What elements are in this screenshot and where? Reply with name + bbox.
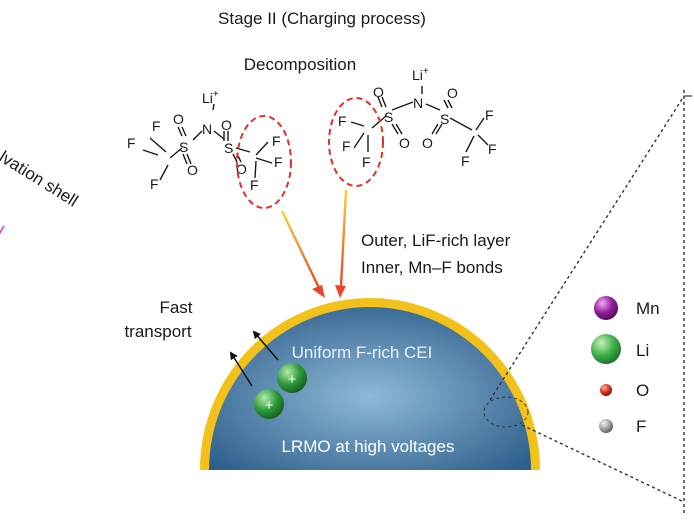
legend-label-o: O xyxy=(636,381,649,400)
zoom-guide-lower xyxy=(521,424,685,503)
transport-arrow-upper xyxy=(252,330,279,361)
atom-o: O xyxy=(221,117,232,133)
atom-f: F xyxy=(461,153,470,169)
legend-label-mn: Mn xyxy=(636,299,660,318)
lrmo-core xyxy=(209,307,531,470)
atom-s: S xyxy=(179,139,188,155)
atom-f: F xyxy=(488,141,497,157)
atom-o: O xyxy=(173,111,184,127)
legend-swatch-li xyxy=(591,334,621,364)
cation-li: Li+ xyxy=(202,89,219,106)
zoom-guide-upper xyxy=(489,95,685,401)
transport-label-line1: Fast xyxy=(159,298,192,317)
atom-o: O xyxy=(187,162,198,178)
atom-f: F xyxy=(152,118,161,134)
cation-li: Li+ xyxy=(412,66,429,83)
legend-swatch-mn xyxy=(594,296,618,320)
decomposition-label: Decomposition xyxy=(244,55,356,74)
inner-layer-label: Inner, Mn–F bonds xyxy=(361,258,503,277)
atom-o: O xyxy=(373,84,384,100)
atom-o: O xyxy=(447,85,458,101)
cleavage-site-ring-right xyxy=(328,97,384,187)
outer-layer-label: Outer, LiF-rich layer xyxy=(361,231,511,250)
svg-text:+: + xyxy=(288,371,297,388)
atom-s: S xyxy=(440,111,449,127)
decomposition-arrow-left xyxy=(280,210,325,298)
svg-text:+: + xyxy=(265,397,274,414)
li-ion-upper: + xyxy=(277,363,307,393)
atom-n: N xyxy=(202,121,212,137)
legend-swatch-o xyxy=(600,384,612,396)
atom-o: O xyxy=(422,135,433,151)
legend-label-f: F xyxy=(636,417,646,436)
atom-f: F xyxy=(272,133,281,149)
transport-label-line2: transport xyxy=(124,322,191,341)
solvation-shell-label: lvation shell xyxy=(0,147,81,210)
legend-item-f: F xyxy=(599,417,646,436)
atom-f: F xyxy=(338,113,347,129)
cathode-particle xyxy=(200,298,540,470)
atom-o: O xyxy=(236,161,247,177)
transport-arrow-lower xyxy=(229,351,253,387)
atom-f: F xyxy=(274,154,283,170)
legend-swatch-f xyxy=(599,419,613,433)
tfsi-anion-right: F F F O S O N Li+ O S O F F F xyxy=(338,66,497,170)
legend-item-li: Li xyxy=(591,334,649,364)
atom-o: O xyxy=(399,135,410,151)
atom-f: F xyxy=(362,154,371,170)
atom-f: F xyxy=(250,177,259,193)
atom-f: F xyxy=(485,107,494,123)
stage-title: Stage II (Charging process) xyxy=(218,9,426,28)
cei-label: Uniform F-rich CEI xyxy=(292,343,433,362)
tfsi-anion-left: F F F O S O N Li+ O S O F F F xyxy=(127,89,283,193)
zoom-region-outline xyxy=(483,396,529,428)
atom-s: S xyxy=(384,109,393,125)
atom-f: F xyxy=(150,176,159,192)
atom-legend: Mn Li O F xyxy=(591,296,660,436)
li-ion-lower: + xyxy=(254,389,284,419)
atom-n: N xyxy=(413,95,423,111)
cleavage-site-ring-left xyxy=(236,115,292,209)
atom-s: S xyxy=(224,140,233,156)
legend-item-o: O xyxy=(600,381,649,400)
atom-f: F xyxy=(127,135,136,151)
atom-f: F xyxy=(342,138,351,154)
solvation-shell-line xyxy=(0,225,5,235)
core-label: LRMO at high voltages xyxy=(282,437,455,456)
legend-item-mn: Mn xyxy=(594,296,660,320)
legend-label-li: Li xyxy=(636,341,649,360)
decomposition-arrow-right xyxy=(335,189,348,298)
